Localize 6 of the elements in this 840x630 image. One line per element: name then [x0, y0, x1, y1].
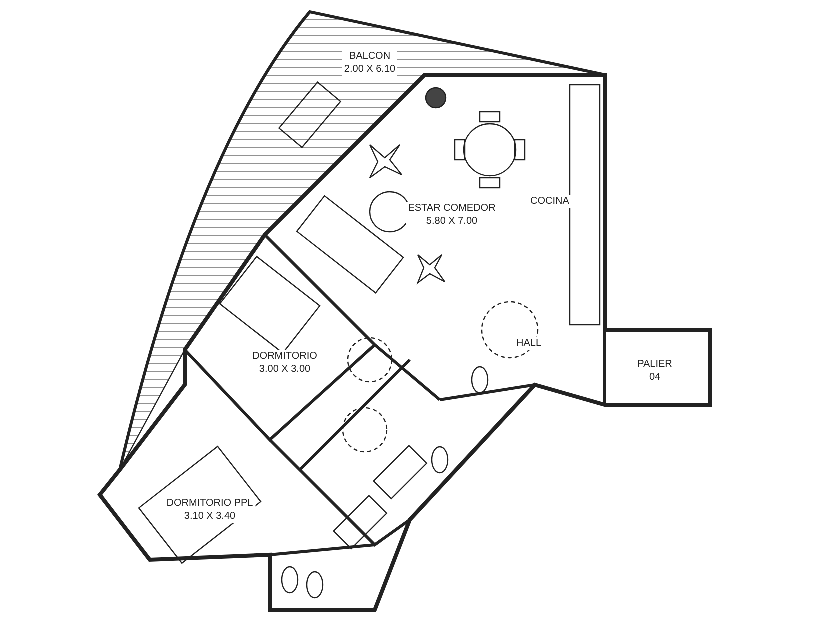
room-name: COCINA: [528, 195, 572, 208]
room-dimensions: 2.00 X 6.10: [342, 63, 398, 76]
room-name: ESTAR COMEDOR: [406, 202, 498, 215]
room-name: DORMITORIO PPL: [164, 497, 256, 510]
room-name: HALL: [514, 337, 544, 350]
room-name: BALCON: [342, 50, 398, 63]
